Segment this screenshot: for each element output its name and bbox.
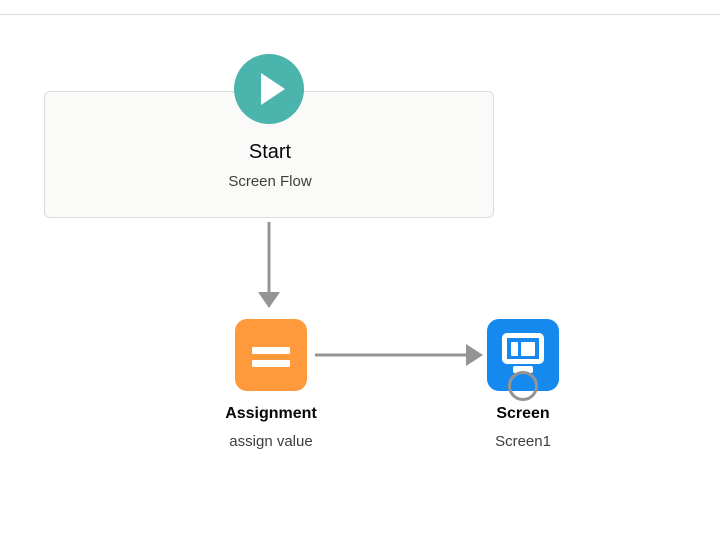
assignment-node-sublabel: assign value <box>229 433 313 450</box>
play-triangle-icon <box>261 73 285 105</box>
monitor-stand-icon <box>513 366 533 373</box>
assignment-equals-icon[interactable] <box>235 319 307 391</box>
connector-start-to-assignment <box>258 222 280 308</box>
start-node-title: Start <box>248 141 292 163</box>
monitor-pane-left <box>511 341 518 356</box>
equals-bar-bottom <box>252 360 290 367</box>
screen-node[interactable]: Screen Screen1 <box>443 319 603 452</box>
start-node-subtitle: Screen Flow <box>228 173 312 190</box>
screen-node-sublabel: Screen1 <box>495 433 551 450</box>
equals-bar-top <box>252 347 290 354</box>
screen-monitor-icon[interactable] <box>487 319 559 401</box>
screen-ring-icon <box>508 371 538 401</box>
play-icon[interactable] <box>234 54 304 124</box>
monitor-pane-right <box>521 341 535 356</box>
screen-node-label: Screen <box>496 405 550 422</box>
assignment-node[interactable]: Assignment assign value <box>191 319 351 452</box>
header-divider <box>0 14 720 15</box>
start-node-text: Start Screen Flow <box>45 140 495 192</box>
monitor-frame-icon <box>502 333 544 364</box>
assignment-node-label: Assignment <box>225 405 317 422</box>
